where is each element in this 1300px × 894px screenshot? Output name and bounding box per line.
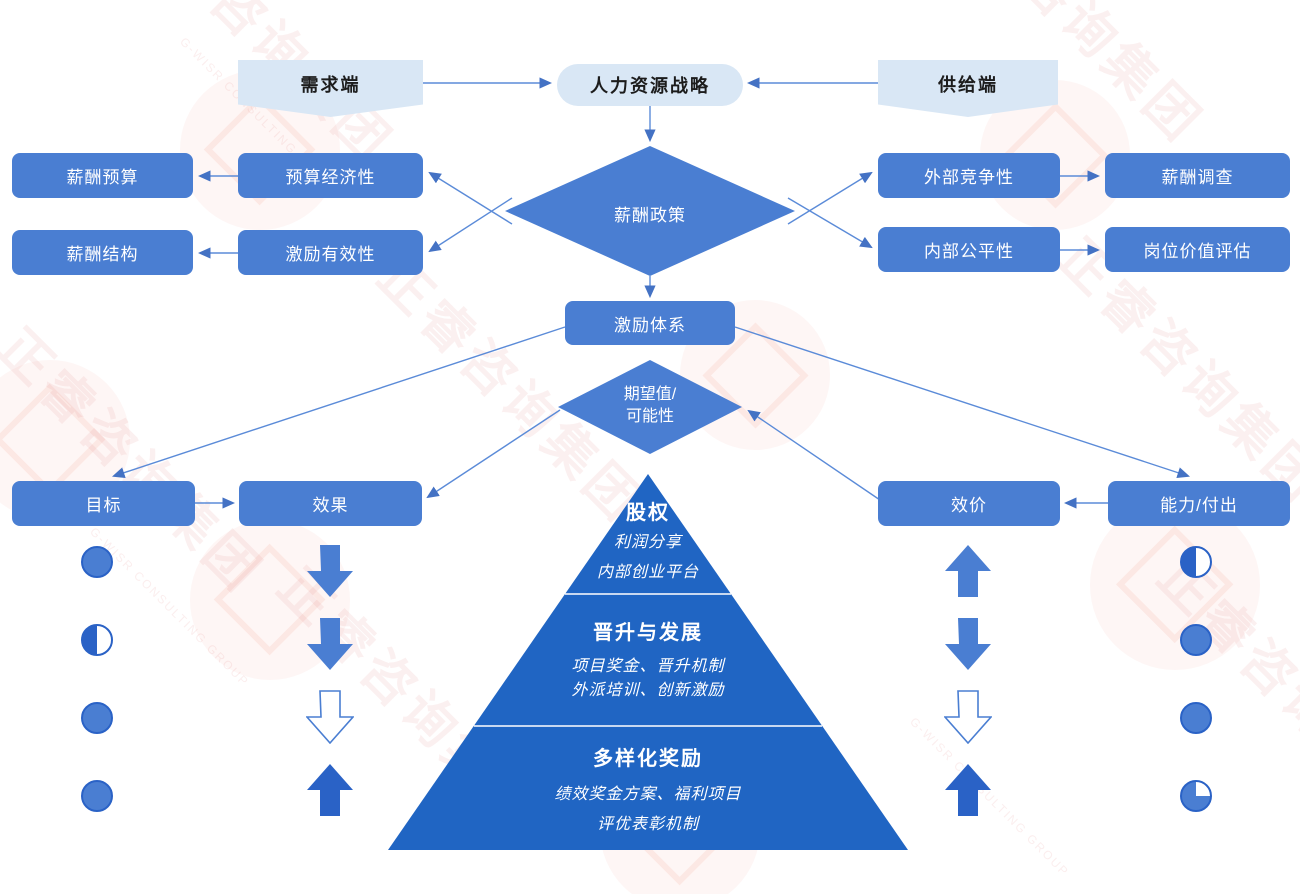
expectancy-diamond xyxy=(558,360,742,454)
expectancy-label-line2: 可能性 xyxy=(625,407,674,425)
node-external-competitiveness: 外部竞争性 xyxy=(878,153,1060,198)
node-incentive-validity: 激励有效性 xyxy=(238,230,423,275)
filled-circle-icon xyxy=(1179,623,1213,662)
incentive-pyramid xyxy=(388,474,908,850)
pyramid-tier1-title: 股权 xyxy=(626,502,670,524)
filled-circle-icon xyxy=(80,545,114,584)
node-hr-strategy: 人力资源战略 xyxy=(557,64,743,106)
node-salary-budget: 薪酬预算 xyxy=(12,153,193,198)
node-internal-fairness: 内部公平性 xyxy=(878,227,1060,272)
node-salary-structure: 薪酬结构 xyxy=(12,230,193,275)
down-arrow-outline-icon xyxy=(305,690,355,749)
policy-diamond xyxy=(505,146,795,276)
half-filled-circle-icon xyxy=(1179,545,1213,584)
pyramid-tier1-line2: 内部创业平台 xyxy=(596,564,699,581)
up-arrow-icon xyxy=(944,544,992,603)
node-incentive-system: 激励体系 xyxy=(565,301,735,345)
filled-circle-icon xyxy=(1179,701,1213,740)
effect-indicator-column xyxy=(305,544,355,822)
valence-indicator-column xyxy=(943,544,993,822)
connector-lines xyxy=(112,77,1190,509)
pyramid-tier3-title: 多样化奖励 xyxy=(593,748,703,770)
down-arrow-icon xyxy=(944,617,992,676)
policy-diamond-label: 薪酬政策 xyxy=(614,206,686,225)
pyramid-tier2-line2: 外派培训、创新激励 xyxy=(571,682,725,699)
ability-indicator-column xyxy=(1179,545,1213,818)
goal-indicator-column xyxy=(80,545,114,818)
down-arrow-outline-icon xyxy=(943,690,993,749)
node-demand-side: 需求端 xyxy=(238,60,423,117)
up-arrow-dark-icon xyxy=(306,763,354,822)
pyramid-tier3-line2: 评优表彰机制 xyxy=(596,816,699,833)
half-filled-circle-icon xyxy=(80,623,114,662)
three-quarter-circle-icon xyxy=(1179,779,1213,818)
node-supply-side: 供给端 xyxy=(878,60,1058,117)
node-job-value-evaluation: 岗位价值评估 xyxy=(1105,227,1290,272)
pyramid-tier3-line1: 绩效奖金方案、福利项目 xyxy=(554,786,742,803)
node-salary-survey: 薪酬调查 xyxy=(1105,153,1290,198)
pyramid-tier2-line1: 项目奖金、晋升机制 xyxy=(571,658,725,675)
down-arrow-icon xyxy=(306,617,354,676)
node-ability-effort: 能力/付出 xyxy=(1108,481,1290,526)
filled-circle-icon xyxy=(80,701,114,740)
node-goal: 目标 xyxy=(12,481,195,526)
filled-circle-icon xyxy=(80,779,114,818)
expectancy-label-line1: 期望值/ xyxy=(623,386,677,403)
node-valence: 效价 xyxy=(878,481,1060,526)
pyramid-tier2-title: 晋升与发展 xyxy=(593,622,703,644)
down-arrow-icon xyxy=(306,544,354,603)
node-budget-economy: 预算经济性 xyxy=(238,153,423,198)
up-arrow-dark-icon xyxy=(944,763,992,822)
node-effect: 效果 xyxy=(239,481,422,526)
pyramid-tier1-line1: 利润分享 xyxy=(613,534,682,551)
